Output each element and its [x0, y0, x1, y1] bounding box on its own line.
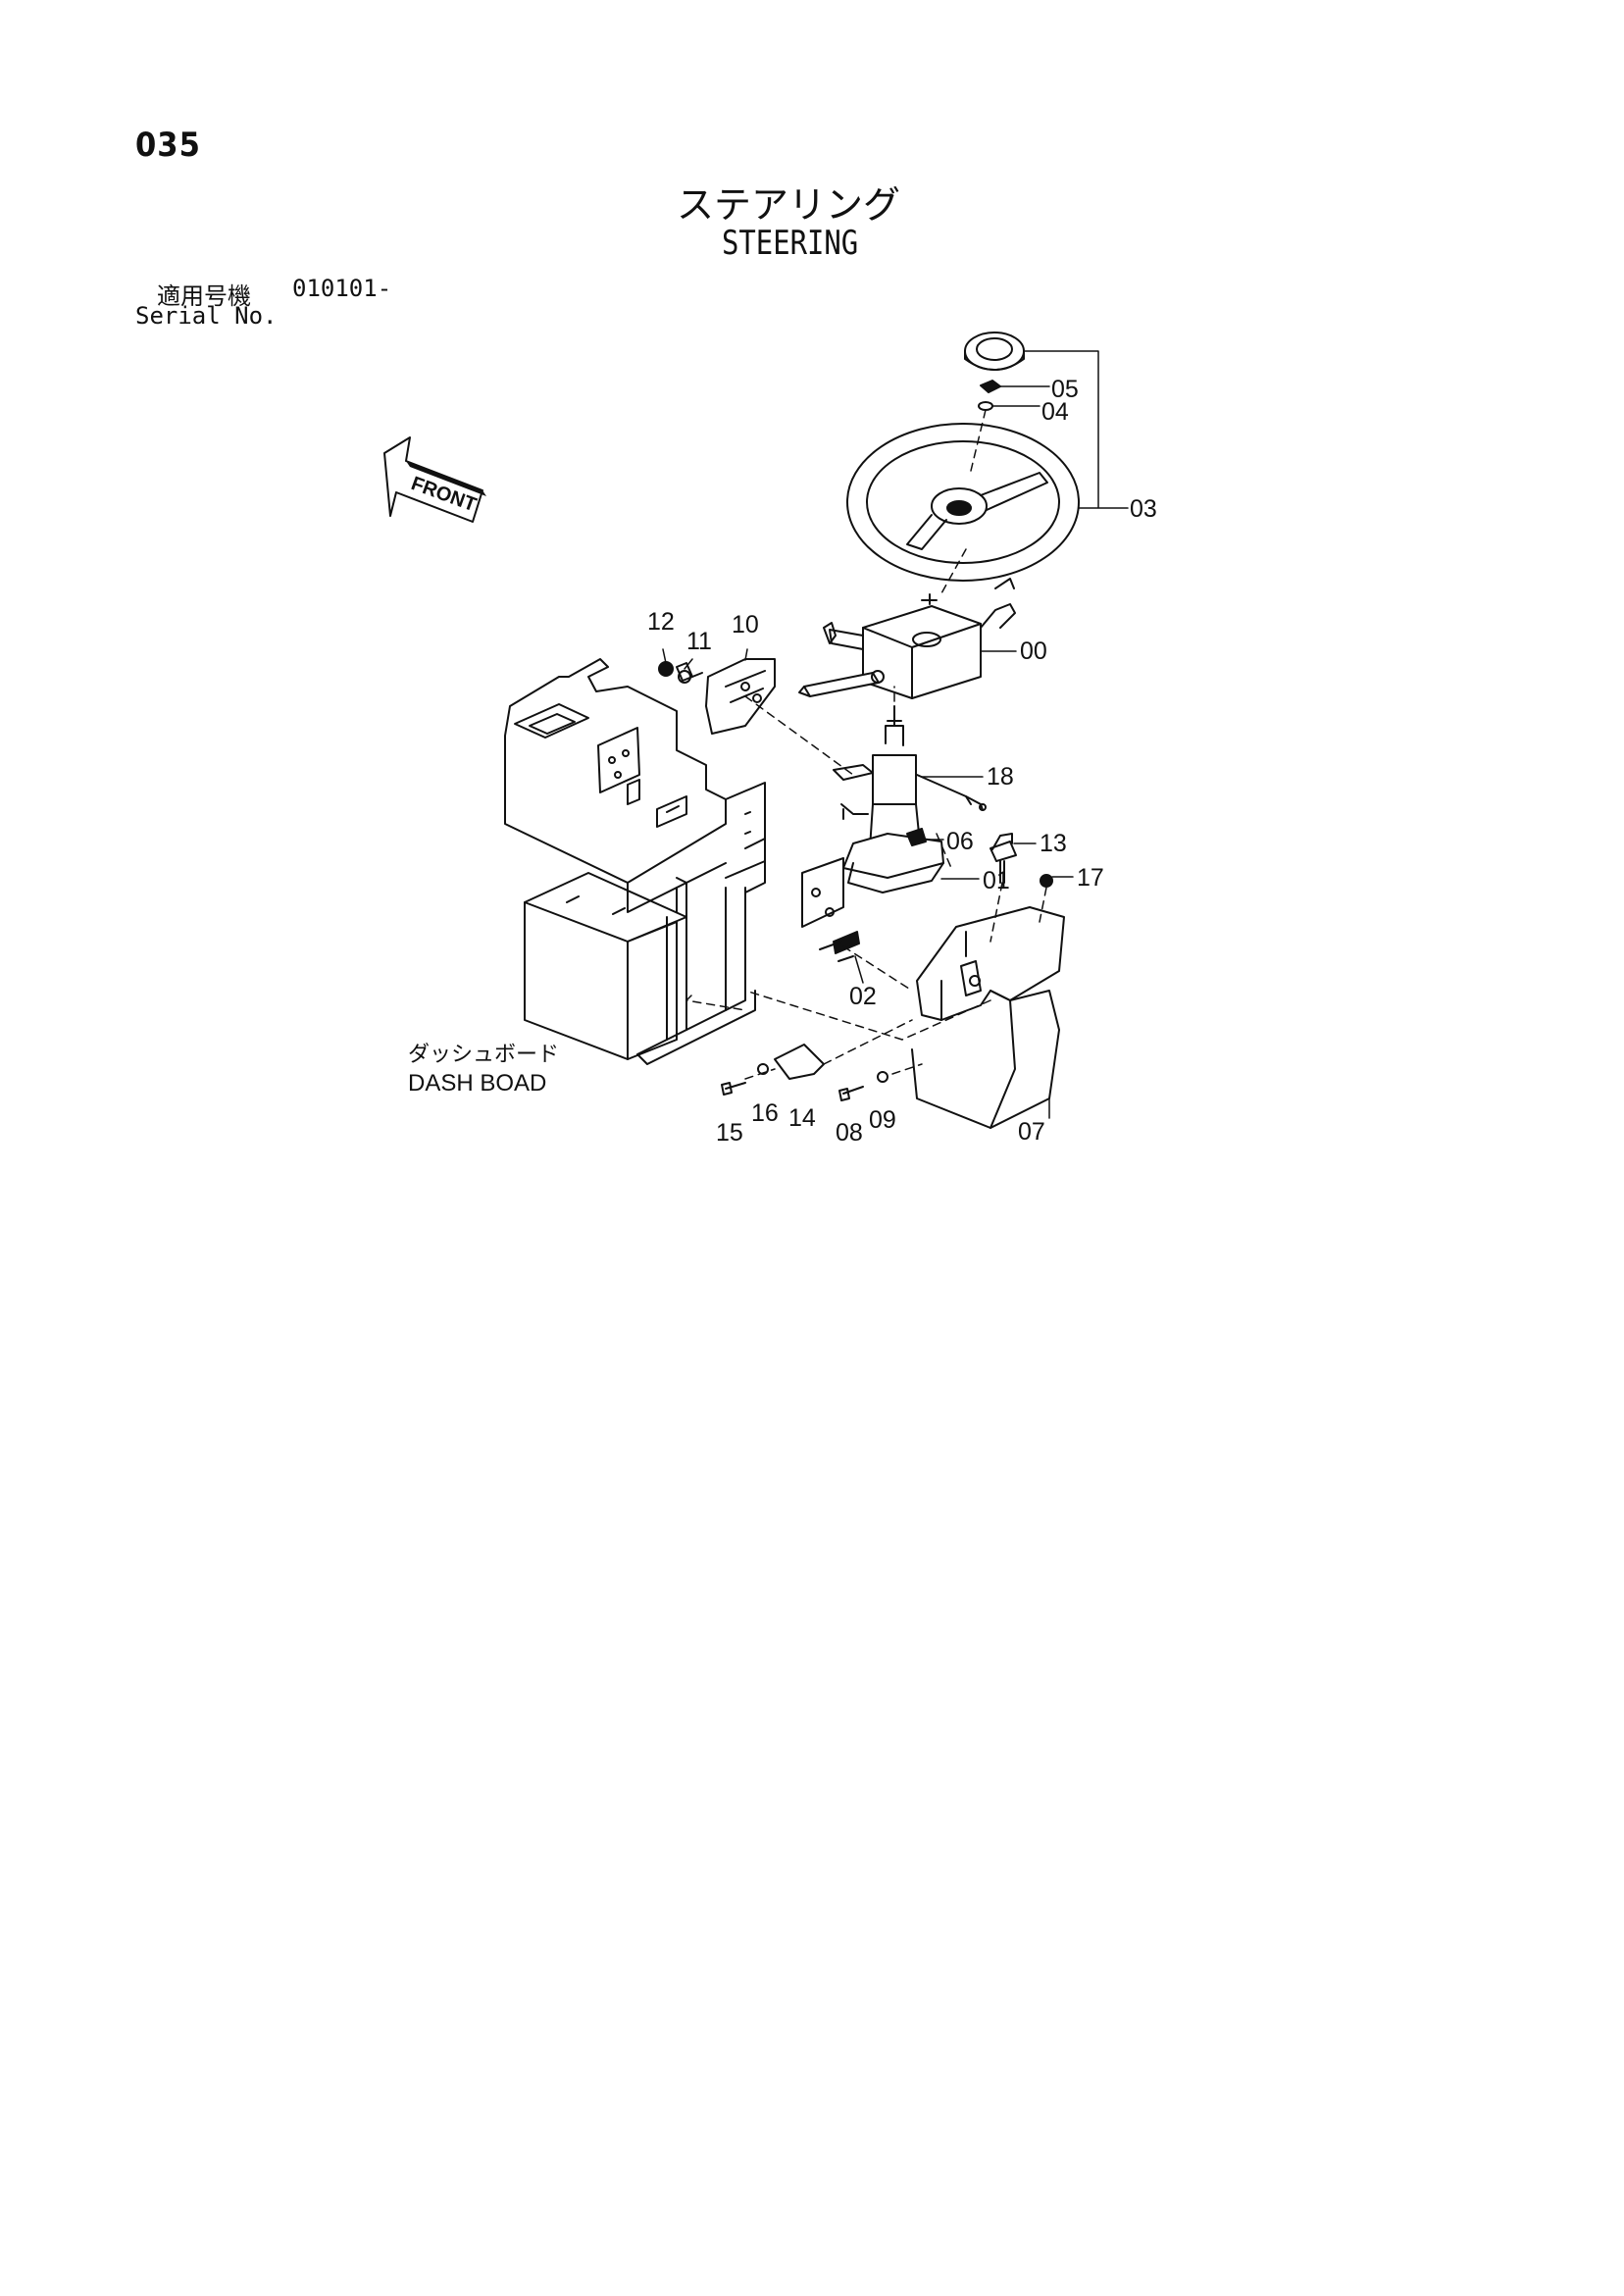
- column-cover-part: [721, 833, 1065, 1129]
- serial-label-japanese: 適用号機: [157, 282, 251, 310]
- callout-13: 13: [1040, 830, 1067, 857]
- dashboard-label: DASH BOAD: [408, 1070, 546, 1097]
- callout-01: 01: [983, 867, 1010, 894]
- callout-labels: 05 04 03 00 18 06 13 17 01 02 12 11 10 1…: [408, 376, 1157, 1147]
- callout-02: 02: [849, 983, 877, 1010]
- callout-06: 06: [946, 828, 974, 855]
- callout-18: 18: [987, 763, 1014, 791]
- dashboard-label-japanese: ダッシュボード: [408, 1043, 559, 1067]
- dashboard-console: [504, 658, 766, 1065]
- callout-leader-lines: [662, 350, 1129, 1119]
- callout-00: 00: [1020, 638, 1047, 665]
- callout-15: 15: [716, 1119, 743, 1147]
- callout-16: 16: [751, 1099, 779, 1127]
- callout-09: 09: [869, 1106, 896, 1134]
- callout-10: 10: [732, 611, 759, 638]
- page-title: STEERING: [722, 224, 859, 263]
- callout-14: 14: [788, 1104, 816, 1132]
- callout-07: 07: [1018, 1118, 1045, 1146]
- steering-column-part: [801, 705, 987, 954]
- front-arrow-icon: FRONT: [383, 436, 486, 523]
- callout-11: 11: [686, 628, 712, 655]
- callout-03: 03: [1130, 495, 1157, 523]
- steering-wheel-part: [846, 332, 1080, 582]
- callout-04: 04: [1041, 398, 1069, 426]
- assembly-guide-lines: [685, 409, 1047, 1080]
- callout-12: 12: [647, 608, 675, 636]
- serial-label: Serial No.: [135, 302, 278, 330]
- callout-08: 08: [836, 1119, 863, 1147]
- page-title-japanese: ステアリング: [677, 183, 901, 227]
- serial-number-value: 010101-: [292, 275, 392, 302]
- callout-17: 17: [1077, 864, 1104, 892]
- callout-05: 05: [1051, 376, 1079, 403]
- combination-switch-part: [798, 578, 1016, 699]
- page-number: 035: [135, 126, 201, 165]
